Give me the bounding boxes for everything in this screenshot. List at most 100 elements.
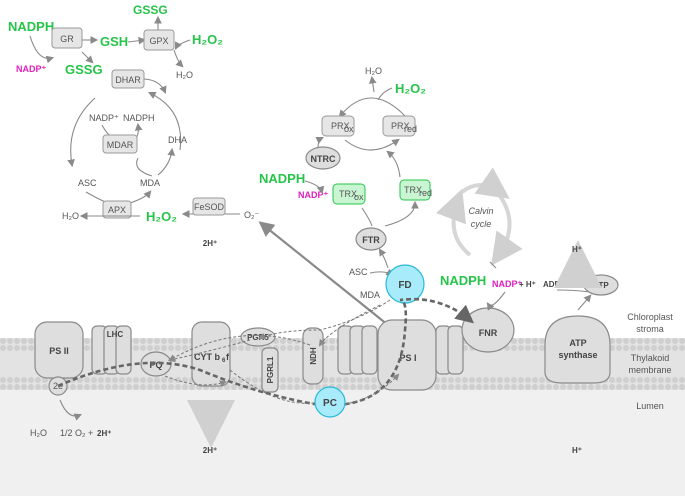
lipid-head bbox=[651, 377, 657, 383]
nadp-plus-stroma-label: NADP⁺ bbox=[492, 279, 523, 289]
lipid-head bbox=[539, 338, 545, 344]
lipid-head bbox=[133, 377, 139, 383]
lipid-head bbox=[329, 338, 335, 344]
lipid-head bbox=[182, 345, 188, 351]
lipid-head bbox=[238, 377, 244, 383]
lipid-head bbox=[644, 377, 650, 383]
adp-label: ADP bbox=[543, 280, 561, 289]
lipid-head bbox=[532, 345, 538, 351]
lipid-head bbox=[0, 384, 6, 390]
svg-text:NDH: NDH bbox=[309, 347, 318, 365]
svg-text:PS II: PS II bbox=[49, 346, 69, 356]
svg-text:red: red bbox=[404, 124, 417, 134]
lipid-head bbox=[322, 377, 328, 383]
lipid-head bbox=[147, 377, 153, 383]
lipid-head bbox=[364, 377, 370, 383]
lipid-head bbox=[672, 338, 678, 344]
lipid-head bbox=[91, 384, 97, 390]
lipid-head bbox=[525, 338, 531, 344]
lipid-head bbox=[0, 377, 6, 383]
lipid-head bbox=[84, 338, 90, 344]
lipid-head bbox=[0, 338, 6, 344]
lipid-head bbox=[672, 345, 678, 351]
lipid-head bbox=[294, 345, 300, 351]
lipid-head bbox=[105, 377, 111, 383]
lipid-head bbox=[476, 377, 482, 383]
two-h-lumen-label: 2H⁺ bbox=[97, 429, 111, 438]
lipid-head bbox=[623, 338, 629, 344]
asc-label-left: ASC bbox=[78, 178, 97, 188]
lipid-head bbox=[665, 338, 671, 344]
asc-stroma-label: ASC bbox=[349, 267, 368, 277]
two-h-bottom-label: 2H⁺ bbox=[203, 446, 217, 455]
lipid-head bbox=[532, 338, 538, 344]
dha-label: DHA bbox=[168, 135, 187, 145]
lipid-head bbox=[126, 384, 132, 390]
svg-text:red: red bbox=[419, 188, 432, 198]
svg-text:TRX: TRX bbox=[404, 185, 422, 195]
o2-minus-label: O₂⁻ bbox=[244, 210, 259, 220]
thylakoid-label-1: Thylakoid bbox=[631, 353, 670, 363]
lipid-head bbox=[294, 338, 300, 344]
h2o-top-label: H₂O bbox=[176, 70, 193, 80]
lipid-head bbox=[161, 384, 167, 390]
svg-text:6: 6 bbox=[222, 358, 226, 364]
lipid-head bbox=[7, 345, 13, 351]
lipid-head bbox=[280, 338, 286, 344]
lipid-head bbox=[315, 384, 321, 390]
svg-text:f: f bbox=[226, 352, 230, 362]
svg-text:CYT b: CYT b bbox=[194, 352, 221, 362]
svg-text:PGR5: PGR5 bbox=[247, 333, 269, 342]
lipid-head bbox=[567, 384, 573, 390]
h2o2-prx-label: H₂O₂ bbox=[395, 81, 426, 96]
lipid-head bbox=[238, 345, 244, 351]
nadph-label-top: NADPH bbox=[8, 19, 54, 34]
lipid-head bbox=[448, 377, 454, 383]
lipid-head bbox=[133, 384, 139, 390]
lipid-head bbox=[126, 377, 132, 383]
lipid-head bbox=[371, 384, 377, 390]
svg-text:MDAR: MDAR bbox=[107, 140, 134, 150]
lipid-head bbox=[21, 345, 27, 351]
lipid-head bbox=[350, 377, 356, 383]
nadp-plus-inner: NADP⁺ bbox=[89, 113, 119, 123]
lipid-head bbox=[77, 384, 83, 390]
lipid-head bbox=[231, 384, 237, 390]
lipid-head bbox=[287, 338, 293, 344]
lipid-head bbox=[497, 384, 503, 390]
lipid-head bbox=[112, 377, 118, 383]
svg-text:DHAR: DHAR bbox=[115, 75, 141, 85]
lipid-head bbox=[119, 384, 125, 390]
lipid-head bbox=[287, 384, 293, 390]
calvin-label-2: cycle bbox=[471, 219, 492, 229]
lipid-head bbox=[308, 384, 314, 390]
svg-text:PS I: PS I bbox=[399, 353, 416, 363]
lipid-head bbox=[245, 384, 251, 390]
svg-text:LHC: LHC bbox=[107, 330, 124, 339]
lipid-head bbox=[490, 384, 496, 390]
svg-text:PC: PC bbox=[323, 398, 337, 409]
lipid-head bbox=[434, 384, 440, 390]
lipid-head bbox=[140, 345, 146, 351]
lipid-head bbox=[595, 384, 601, 390]
lipid-head bbox=[364, 384, 370, 390]
h2o2-mid-label: H₂O₂ bbox=[146, 209, 177, 224]
two-h-top-label: 2H⁺ bbox=[203, 239, 217, 248]
gssg-label: GSSG bbox=[65, 62, 103, 77]
lipid-head bbox=[231, 345, 237, 351]
lipid-head bbox=[651, 338, 657, 344]
lipid-head bbox=[623, 377, 629, 383]
lipid-head bbox=[665, 377, 671, 383]
lipid-head bbox=[616, 338, 622, 344]
lipid-head bbox=[280, 345, 286, 351]
lipid-head bbox=[672, 377, 678, 383]
ftr-node bbox=[355, 227, 387, 251]
lipid-head bbox=[539, 384, 545, 390]
lipid-head bbox=[539, 345, 545, 351]
lipid-head bbox=[0, 345, 6, 351]
lipid-head bbox=[21, 377, 27, 383]
svg-text:PQ: PQ bbox=[149, 360, 162, 370]
nadph-stroma-label: NADPH bbox=[440, 273, 486, 288]
lipid-head bbox=[630, 345, 636, 351]
h2o-lumen-label: H₂O bbox=[30, 428, 47, 438]
